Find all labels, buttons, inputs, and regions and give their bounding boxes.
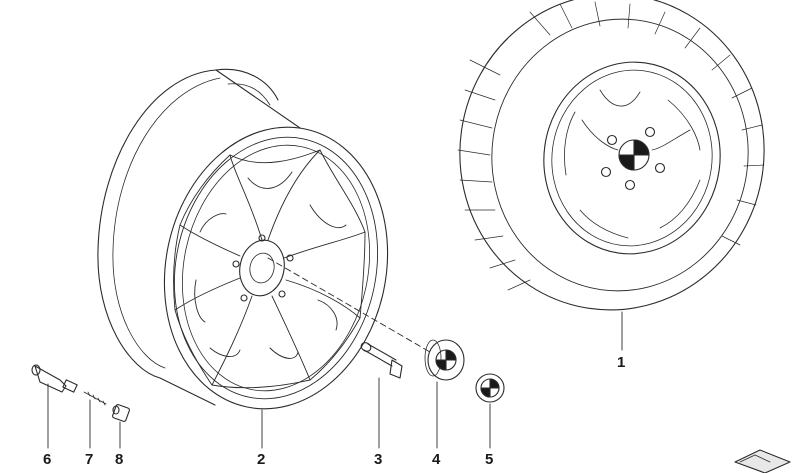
- callout-2: 2: [257, 451, 266, 468]
- corner-badge: [734, 449, 791, 473]
- callout-7: 7: [85, 451, 94, 468]
- callout-3: 3: [374, 451, 383, 468]
- assembly-dash-line: [267, 257, 431, 353]
- callout-6: 6: [43, 451, 52, 468]
- callout-8: 8: [115, 451, 124, 468]
- valve-stem-drawing: [31, 364, 78, 393]
- valve-core-drawing: [83, 391, 107, 406]
- callout-4: 4: [432, 451, 441, 468]
- center-cap-drawing: [424, 339, 465, 381]
- emblem-badge-drawing: [475, 373, 505, 403]
- leader-lines: [47, 311, 623, 449]
- complete-wheel-drawing: [457, 0, 765, 311]
- wheel-bolt-drawing: [360, 342, 403, 379]
- alloy-rim-drawing: [97, 68, 389, 410]
- callout-5: 5: [485, 451, 494, 468]
- callout-1: 1: [617, 354, 626, 371]
- valve-cap-drawing: [112, 404, 130, 422]
